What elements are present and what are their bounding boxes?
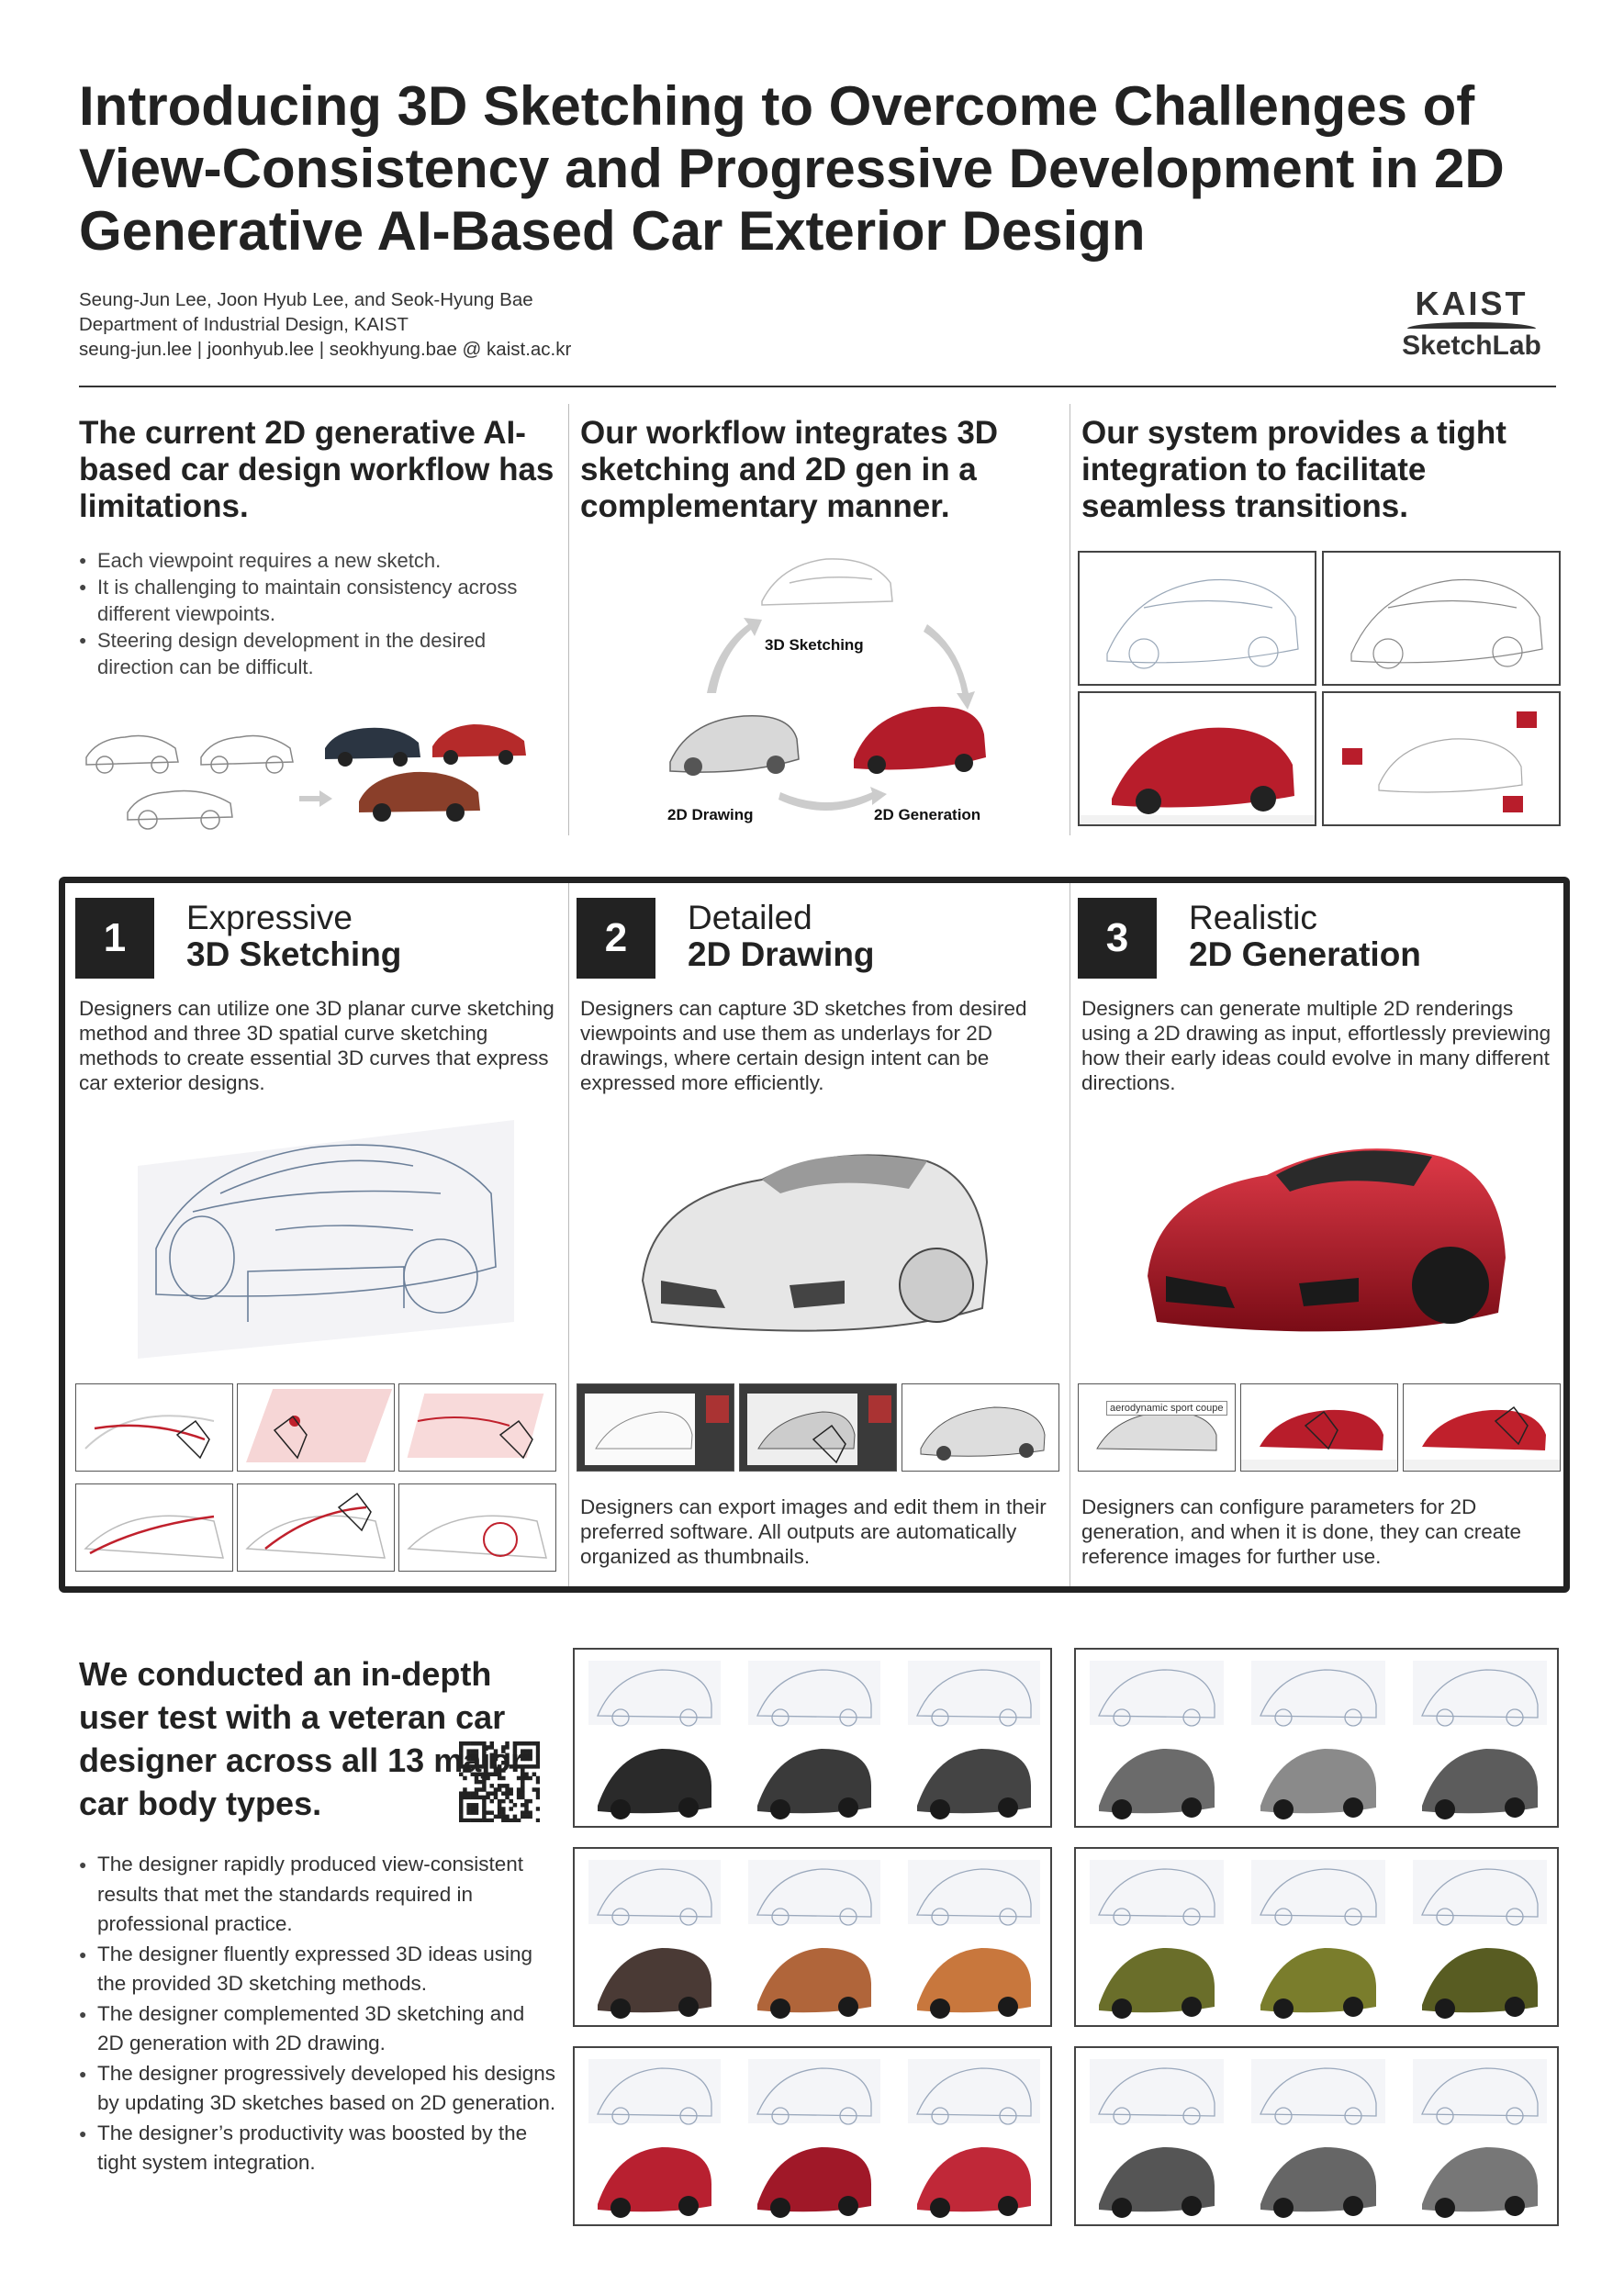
author-affiliation: Department of Industrial Design, KAIST: [79, 314, 409, 335]
author-emails: seung-jun.lee | joonhyub.lee | seokhyung…: [79, 339, 572, 360]
logo-kaist: KAIST: [1415, 285, 1529, 322]
list-item: The designer progressively developed his…: [79, 2059, 556, 2119]
generation-thumbnail: [1403, 1383, 1561, 1472]
feature-2-footer: Designers can export images and edit the…: [580, 1495, 1047, 1568]
screenshot-drawing-view: [1322, 551, 1561, 686]
list-item: The designer complemented 3D sketching a…: [79, 1999, 556, 2059]
2d-drawing-car-image: [669, 714, 800, 776]
label-3d-sketching: 3D Sketching: [765, 636, 864, 654]
feature-3-description: Designers can generate multiple 2D rende…: [1081, 997, 1551, 1094]
author-names: Seung-Jun Lee, Joon Hyub Lee, and Seok-H…: [79, 289, 533, 310]
logo-sketchlab: SketchLab: [1402, 330, 1541, 361]
qr-code-icon: [459, 1741, 540, 1822]
integration-heading: Our system provides a tight integration …: [1081, 415, 1506, 524]
screenshot-workspace-view: [1322, 691, 1561, 826]
feature-2-title-line2: 2D Drawing: [688, 935, 875, 973]
cycle-arrows: [707, 618, 975, 811]
prompt-chip: aerodynamic sport coupe: [1106, 1401, 1227, 1416]
2d-drawing-rendering: [641, 1154, 989, 1332]
header-rule: [79, 386, 1556, 387]
feature-2-description: Designers can capture 3D sketches from d…: [580, 997, 1027, 1094]
car-sketch-icon: [127, 789, 233, 830]
arrow-icon: [299, 790, 332, 807]
2d-generation-rendering: [1148, 1148, 1506, 1332]
screenshot-sketch-view: [1078, 551, 1316, 686]
method-thumbnail: [237, 1483, 395, 1572]
column-divider: [568, 404, 569, 835]
car-sketch-icon: [85, 734, 179, 774]
limitations-list: Each viewpoint requires a new sketch. It…: [79, 547, 556, 680]
label-2d-drawing: 2D Drawing: [667, 806, 754, 823]
method-thumbnail: [75, 1483, 233, 1572]
feature-number-1: 1: [75, 898, 154, 979]
3d-sketch-wireframe: [138, 1120, 514, 1359]
generation-thumbnail: aerodynamic sport coupe: [1078, 1383, 1236, 1472]
body-type-panel: [1074, 2046, 1559, 2226]
method-thumbnail: [237, 1383, 395, 1472]
body-type-panel: [573, 1847, 1052, 2027]
body-type-panel: [573, 2046, 1052, 2226]
features-frame: [59, 877, 1570, 1593]
feature-3-footer: Designers can configure parameters for 2…: [1081, 1495, 1522, 1568]
limitations-illustration: [85, 724, 526, 830]
column-divider: [568, 883, 569, 1586]
drawing-thumbnail: [739, 1383, 897, 1472]
kaist-sketchlab-logo: KAIST SketchLab: [1398, 286, 1545, 361]
logo-swoosh: [1407, 322, 1536, 329]
poster-title: Introducing 3D Sketching to Overcome Cha…: [79, 75, 1505, 262]
drawing-thumbnail: [902, 1383, 1059, 1472]
workflow-cycle-diagram: [669, 558, 986, 811]
generation-thumbnail: [1240, 1383, 1398, 1472]
generated-car-image: [325, 724, 526, 822]
label-2d-generation: 2D Generation: [874, 806, 981, 823]
feature-number-2: 2: [577, 898, 655, 979]
drawing-thumbnail: [577, 1383, 734, 1472]
screenshot-generation-view: [1078, 691, 1316, 826]
feature-1-title-line2: 3D Sketching: [186, 935, 402, 973]
feature-3-title-line1: Realistic: [1189, 899, 1317, 936]
list-item: Steering design development in the desir…: [79, 627, 556, 680]
list-item: Each viewpoint requires a new sketch.: [79, 547, 556, 574]
feature-1-description: Designers can utilize one 3D planar curv…: [79, 997, 554, 1094]
method-thumbnail: [398, 1483, 556, 1572]
2d-generation-car-image: [854, 706, 986, 774]
body-type-panel: [1074, 1847, 1559, 2027]
feature-2-title-line1: Detailed: [688, 899, 812, 936]
car-sketch-icon: [200, 734, 294, 774]
user-test-heading: We conducted an in-depth user test with …: [79, 1655, 524, 1822]
body-type-panel: [573, 1648, 1052, 1828]
body-type-panel: [1074, 1648, 1559, 1828]
author-block: Seung-Jun Lee, Joon Hyub Lee, and Seok-H…: [79, 287, 571, 362]
wireframe-car-icon: [761, 558, 893, 606]
limitations-heading: The current 2D generative AI-based car d…: [79, 415, 554, 524]
list-item: The designer fluently expressed 3D ideas…: [79, 1940, 556, 1999]
method-thumbnail: [75, 1383, 233, 1472]
workflow-heading: Our workflow integrates 3D sketching and…: [580, 415, 999, 524]
list-item: The designer rapidly produced view-consi…: [79, 1850, 556, 1940]
method-thumbnail: [398, 1383, 556, 1472]
list-item: It is challenging to maintain consistenc…: [79, 574, 556, 627]
feature-1-title-line1: Expressive: [186, 899, 353, 936]
feature-3-title-line2: 2D Generation: [1189, 935, 1421, 973]
list-item: The designer’s productivity was boosted …: [79, 2119, 556, 2178]
feature-number-3: 3: [1078, 898, 1157, 979]
user-test-findings: The designer rapidly produced view-consi…: [79, 1850, 556, 2178]
